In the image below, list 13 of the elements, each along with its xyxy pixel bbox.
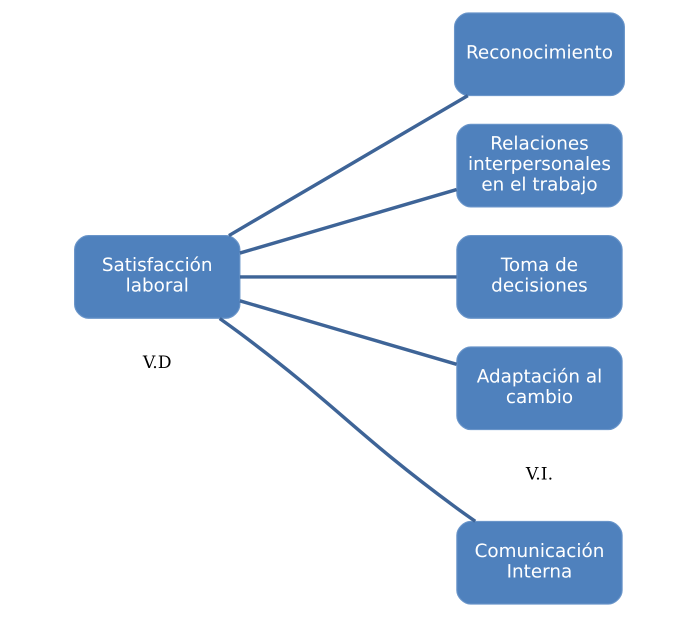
node-box: Adaptación al cambio [456,346,623,430]
connector [240,275,457,279]
label: V.D [142,353,172,374]
node-box: Comunicación Interna [456,520,623,605]
node-box: Reconocimiento [454,12,625,96]
connector [239,299,458,366]
node-box: Satisfacción laboral [74,235,240,319]
connector [239,188,458,255]
label: V.I. [526,464,554,485]
connector [218,317,476,523]
node-box: Toma de decisiones [456,235,623,319]
node-box: Relaciones interpersonales en el trabajo [456,124,623,208]
connector [228,94,469,238]
